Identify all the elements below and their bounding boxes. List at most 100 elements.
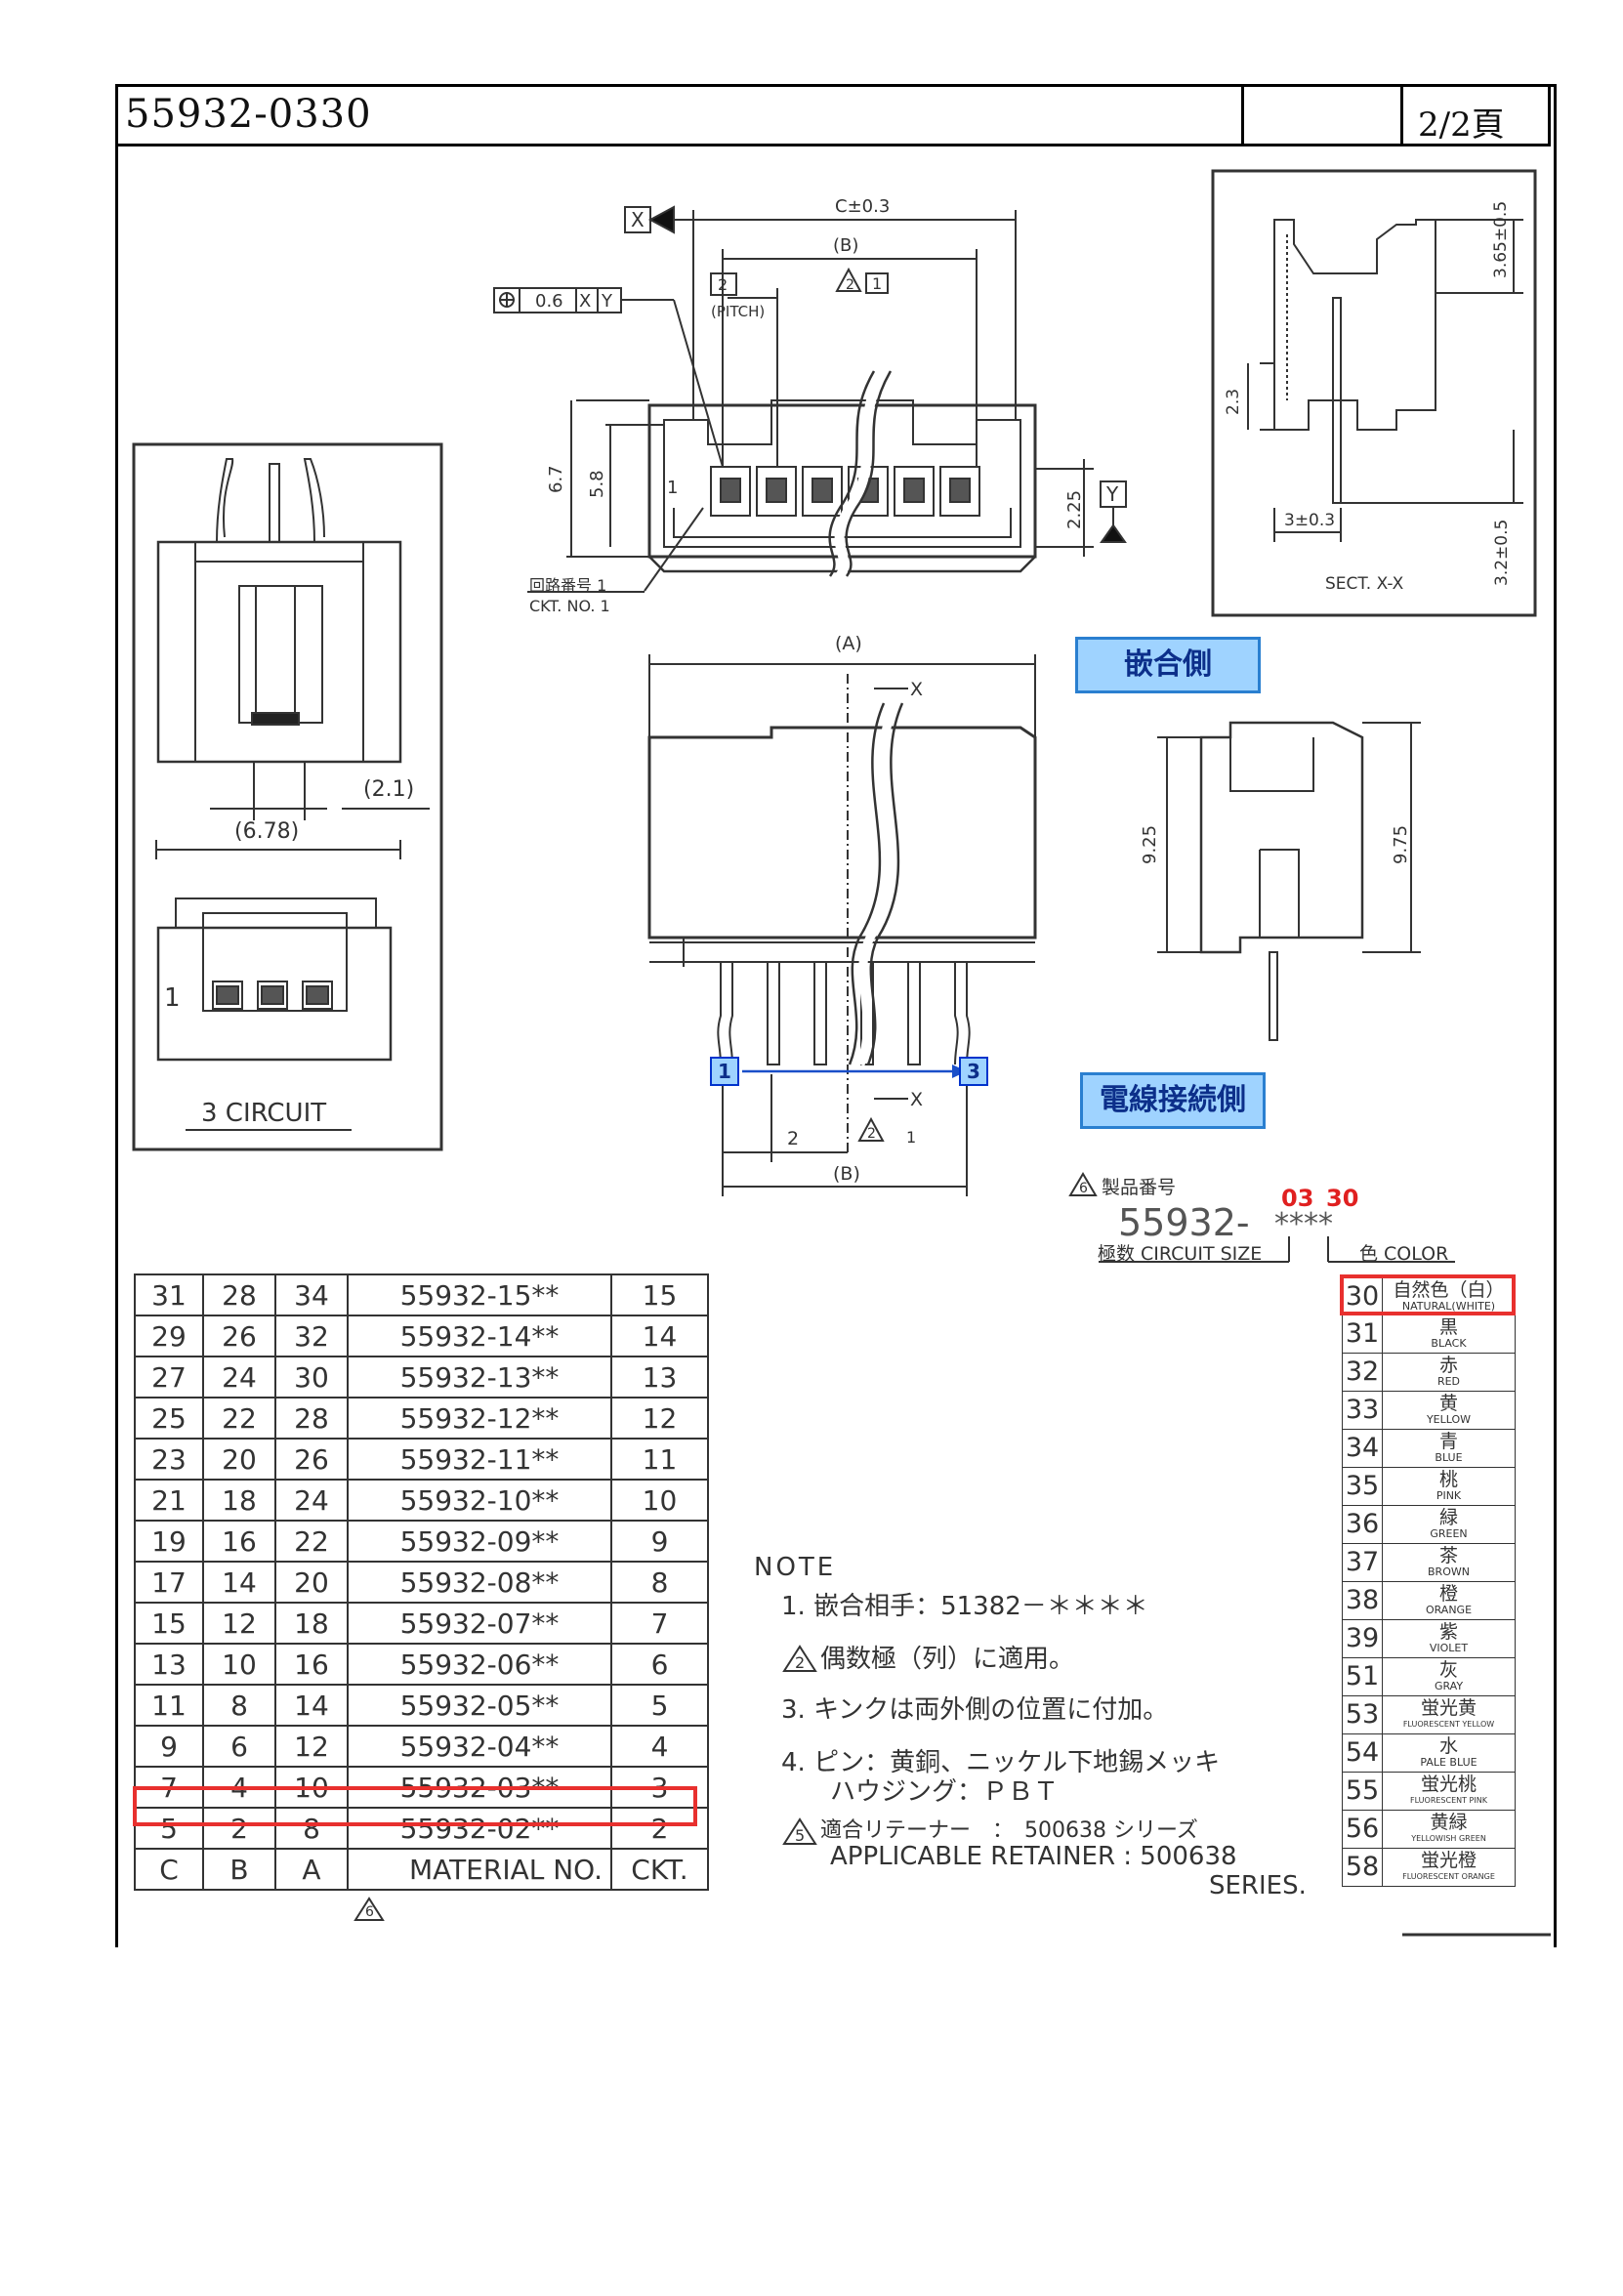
color-name-jp: 蛍光桃 bbox=[1420, 1774, 1477, 1795]
color-code: 33 bbox=[1343, 1392, 1383, 1429]
datum-y: Y bbox=[1105, 482, 1119, 506]
dim-5-8: 5.8 bbox=[587, 470, 607, 498]
table-cell: 15 bbox=[134, 1602, 204, 1645]
table-header-cell: CKT. bbox=[610, 1848, 709, 1891]
table-cell: 8 bbox=[610, 1561, 709, 1604]
table-cell: 4 bbox=[610, 1725, 709, 1768]
datum-label: 1 bbox=[872, 274, 882, 293]
table-cell: 20 bbox=[202, 1438, 276, 1481]
table-cell: 55932-09** bbox=[347, 1520, 612, 1563]
part-stars: **** bbox=[1274, 1207, 1333, 1241]
table-cell: 28 bbox=[274, 1397, 349, 1440]
color-name-jp: 蛍光黄 bbox=[1420, 1697, 1477, 1719]
ckt-no-jp: 回路番号 1 bbox=[529, 576, 606, 595]
three-circuit-text: (6.78) (2.1) 1 3 CIRCUIT bbox=[164, 777, 414, 1128]
dim-6-78: (6.78) bbox=[234, 819, 299, 844]
color-name-jp: 黄緑 bbox=[1430, 1812, 1468, 1833]
color-code: 34 bbox=[1343, 1430, 1383, 1467]
color-code: 35 bbox=[1343, 1468, 1383, 1505]
table-cell: 9 bbox=[610, 1520, 709, 1563]
circuit-start-marker: 1 bbox=[710, 1057, 739, 1086]
fcf-tolerance: 0.6 bbox=[535, 291, 563, 312]
table-cell: 24 bbox=[274, 1479, 349, 1522]
table-cell: 19 bbox=[134, 1520, 204, 1563]
table-cell: 22 bbox=[202, 1397, 276, 1440]
color-name-jp: 自然色（白） bbox=[1393, 1278, 1505, 1301]
table-cell: 30 bbox=[274, 1356, 349, 1398]
color-name-en: VIOLET bbox=[1429, 1642, 1469, 1654]
circuit-code-highlight: 03 bbox=[1281, 1185, 1314, 1212]
color-code: 58 bbox=[1343, 1849, 1383, 1886]
table-cell: 29 bbox=[134, 1315, 204, 1357]
section-label: SECT. X-X bbox=[1325, 574, 1404, 594]
section-mark-bottom: X bbox=[910, 1089, 923, 1110]
table-cell: 12 bbox=[202, 1602, 276, 1645]
part-prefix: 55932- bbox=[1118, 1201, 1250, 1244]
table-cell: 28 bbox=[202, 1273, 276, 1316]
color-code-highlight: 30 bbox=[1326, 1185, 1359, 1212]
table-cell: 16 bbox=[202, 1520, 276, 1563]
table-cell: 22 bbox=[274, 1520, 349, 1563]
table-cell: 12 bbox=[274, 1725, 349, 1768]
table-cell: 55932-13** bbox=[347, 1356, 612, 1398]
table-cell: 14 bbox=[202, 1561, 276, 1604]
table-cell: 55932-10** bbox=[347, 1479, 612, 1522]
table-cell: 20 bbox=[274, 1561, 349, 1604]
dim-3-0-3: 3±0.3 bbox=[1284, 511, 1335, 530]
section-view bbox=[1211, 169, 1537, 617]
color-name-jp: 紫 bbox=[1438, 1621, 1458, 1643]
color-name-en: GREEN bbox=[1430, 1527, 1468, 1540]
dim-9-25: 9.25 bbox=[1140, 825, 1160, 864]
table-cell: 18 bbox=[202, 1479, 276, 1522]
color-code: 39 bbox=[1343, 1620, 1383, 1657]
dim-pitch-2: 2 bbox=[787, 1128, 799, 1149]
table-cell: 55932-11** bbox=[347, 1438, 612, 1481]
table-cell: 10 bbox=[610, 1479, 709, 1522]
color-code: 30 bbox=[1343, 1278, 1383, 1315]
table-cell: 55932-07** bbox=[347, 1602, 612, 1645]
table-cell: 55932-08** bbox=[347, 1561, 612, 1604]
color-name-en: YELLOWISH GREEN bbox=[1411, 1834, 1486, 1843]
note-5a: 適合リテーナー ： 500638 シリーズ bbox=[820, 1818, 1198, 1843]
color-name-jp: 茶 bbox=[1438, 1545, 1458, 1566]
color-name-jp: 赤 bbox=[1438, 1355, 1458, 1376]
table-cell: 8 bbox=[274, 1807, 349, 1850]
part-number-title: 55932-0330 bbox=[125, 92, 372, 137]
dim-3-2: 3.2±0.5 bbox=[1492, 520, 1512, 586]
three-circuit-view bbox=[132, 442, 443, 1151]
table-header-cell: B bbox=[202, 1848, 276, 1891]
color-code: 37 bbox=[1343, 1544, 1383, 1581]
side-view-text: 9.25 9.75 bbox=[1140, 825, 1411, 864]
color-name-en: PINK bbox=[1436, 1489, 1462, 1502]
color-name-en: GRAY bbox=[1434, 1680, 1464, 1692]
table-cell: 25 bbox=[134, 1397, 204, 1440]
table-cell: 16 bbox=[274, 1643, 349, 1686]
color-name-en: BROWN bbox=[1428, 1565, 1470, 1578]
fcf-y: Y bbox=[601, 291, 613, 312]
page-number: 2/2頁 bbox=[1418, 105, 1505, 145]
table-cell: 12 bbox=[610, 1397, 709, 1440]
table-cell: 23 bbox=[134, 1438, 204, 1481]
note-5b: APPLICABLE RETAINER : 500638 bbox=[830, 1842, 1237, 1871]
color-name-jp: 灰 bbox=[1438, 1659, 1458, 1681]
circuit-1-mark: 1 bbox=[667, 478, 678, 498]
datum-x: X bbox=[631, 208, 645, 231]
table-cell: 55932-02** bbox=[347, 1807, 612, 1850]
